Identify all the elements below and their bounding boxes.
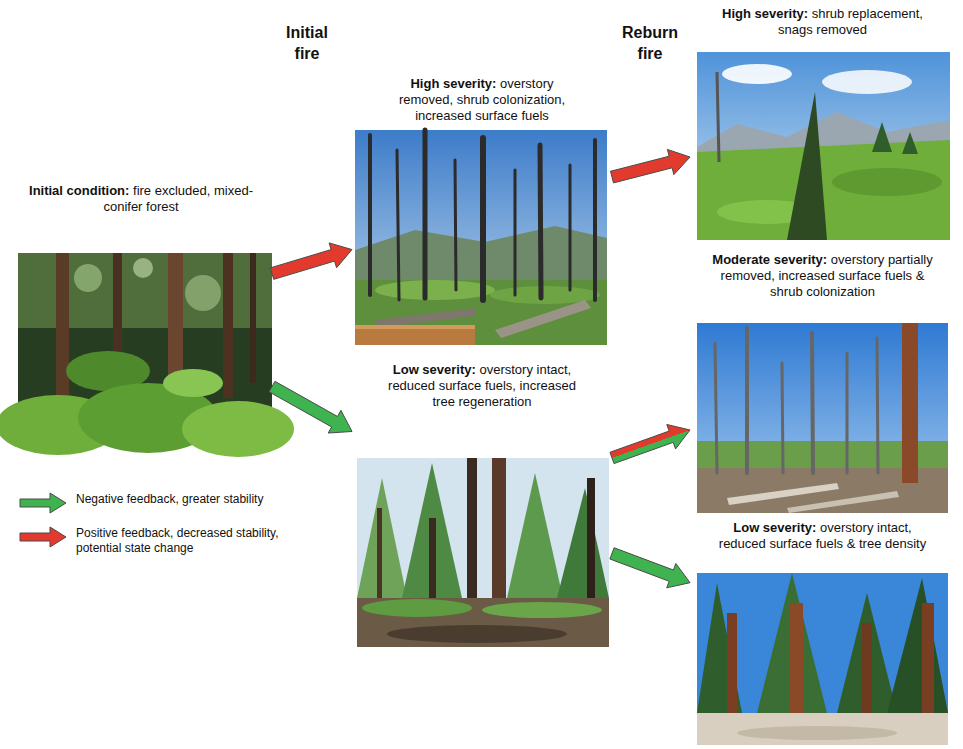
feedback-arrow xyxy=(270,243,352,279)
burned-forest-photo xyxy=(355,130,607,345)
column-heading: Reburn fire xyxy=(612,22,688,64)
open-forest-photo-shape xyxy=(727,613,737,723)
legend-entry: Positive feedback, decreased stability, … xyxy=(18,526,286,556)
forest-photo-shape xyxy=(250,253,256,383)
burned-forest-photo-shape xyxy=(514,170,517,295)
severity-heading: Low severity: xyxy=(393,362,476,377)
shrubfield-photo-shape xyxy=(902,132,918,154)
forest-photo-shape xyxy=(74,264,102,292)
severity-heading: Initial condition: xyxy=(29,183,129,198)
burned-forest-photo-shape xyxy=(397,150,399,300)
open-forest-photo-shape xyxy=(862,623,872,723)
panel-caption: Initial condition:fire excluded, mixed-c… xyxy=(26,183,256,215)
snag-forest-photo-shape xyxy=(715,328,878,473)
feedback-arrow xyxy=(611,149,690,182)
snag-forest-photo xyxy=(697,323,948,513)
shrubfield-photo-shape xyxy=(717,72,719,162)
low-severity-photo-shape xyxy=(557,488,609,598)
low-severity-photo-shape xyxy=(357,598,609,647)
forest-photo xyxy=(0,253,294,457)
burned-forest-photo-shape xyxy=(370,130,595,300)
legend-swatch xyxy=(20,493,66,513)
feedback-arrow xyxy=(610,548,690,588)
shrubfield-photo xyxy=(697,52,950,240)
low-severity-photo-shape xyxy=(387,625,567,643)
panel-node: Low severity:overstory intact, reduced s… xyxy=(352,362,612,647)
legend-entry: Negative feedback, greater stability xyxy=(18,492,286,514)
panel-node: High severity:shrub replacement, snags r… xyxy=(690,6,955,240)
shrubfield-photo-shape xyxy=(832,168,942,196)
shrubfield-photo-shape xyxy=(722,64,792,84)
panel-caption: Moderate severity:overstory partially re… xyxy=(705,252,940,300)
snag-forest-photo-shape xyxy=(902,323,918,483)
low-severity-photo xyxy=(357,458,609,647)
open-forest-photo-shape xyxy=(789,603,803,723)
column-heading: Initial fire xyxy=(272,22,342,64)
snag-forest-photo-shape xyxy=(745,328,749,473)
forest-photo-shape xyxy=(182,401,294,457)
legend-arrow xyxy=(18,526,68,548)
feedback-arrow xyxy=(269,381,352,433)
panel-node: Low severity:overstory intact, reduced s… xyxy=(690,520,955,745)
open-forest-photo-shape xyxy=(697,713,948,745)
snag-forest-photo-shape xyxy=(812,333,813,473)
burned-forest-photo-shape xyxy=(355,130,607,345)
legend-label: Negative feedback, greater stability xyxy=(76,492,286,507)
snag-forest-photo-shape xyxy=(787,491,899,513)
burned-forest-photo-shape xyxy=(375,280,495,300)
open-forest-photo-shape xyxy=(737,726,897,740)
panel-caption: Low severity:overstory intact, reduced s… xyxy=(380,362,585,410)
open-forest-photo xyxy=(697,573,948,745)
forest-photo-shape xyxy=(185,275,221,311)
burned-forest-photo-shape xyxy=(569,165,572,290)
snag-forest-photo-shape xyxy=(846,353,849,473)
forest-photo-shape xyxy=(163,369,223,397)
legend: Negative feedback, greater stabilityPosi… xyxy=(18,492,286,568)
panel-node: Moderate severity:overstory partially re… xyxy=(690,252,955,513)
shrubfield-photo-shape xyxy=(872,122,892,152)
low-severity-photo-shape xyxy=(482,602,602,618)
snag-forest-photo-shape xyxy=(877,338,878,473)
burned-forest-photo-shape xyxy=(455,160,456,290)
shrubfield-photo-shape xyxy=(787,92,827,240)
snag-forest-photo-shape xyxy=(727,483,839,505)
snag-forest-photo-shape xyxy=(715,343,717,473)
open-forest-photo-shape xyxy=(922,603,934,723)
panel-caption: Low severity:overstory intact, reduced s… xyxy=(710,520,935,552)
severity-heading: Low severity: xyxy=(733,520,816,535)
burned-forest-photo-shape xyxy=(480,138,486,300)
forest-photo-shape xyxy=(56,253,69,403)
low-severity-photo-shape xyxy=(467,458,477,618)
forest-photo-shape xyxy=(223,253,233,398)
severity-heading: High severity: xyxy=(722,6,808,21)
panel-caption: High severity:overstory removed, shrub c… xyxy=(385,76,580,124)
burned-forest-photo-shape xyxy=(593,140,597,300)
low-severity-photo-shape xyxy=(357,458,609,647)
panel-node: High severity:overstory removed, shrub c… xyxy=(352,76,612,345)
low-severity-photo-shape xyxy=(362,599,472,617)
severity-heading: High severity: xyxy=(410,76,496,91)
forest-photo-shape xyxy=(133,258,153,278)
burned-forest-photo-shape xyxy=(355,325,475,345)
legend-arrow xyxy=(18,492,68,514)
snag-forest-photo-shape xyxy=(782,363,783,473)
feedback-arrow xyxy=(610,424,690,463)
low-severity-photo-shape xyxy=(507,473,563,598)
legend-swatch xyxy=(20,527,66,547)
burned-forest-photo-shape xyxy=(423,130,428,298)
panel-node: Initial condition:fire excluded, mixed-c… xyxy=(10,183,272,443)
panel-caption: High severity:shrub replacement, snags r… xyxy=(715,6,930,38)
burned-forest-photo-shape xyxy=(540,145,541,298)
shrubfield-photo-shape xyxy=(822,70,912,94)
snag-forest-photo-shape xyxy=(697,323,948,513)
burned-forest-photo-shape xyxy=(368,135,372,295)
shrubfield-photo-shape xyxy=(697,52,950,240)
severity-heading: Moderate severity: xyxy=(712,252,827,267)
burned-forest-photo-shape xyxy=(355,325,475,329)
burned-forest-photo-shape xyxy=(495,300,591,338)
open-forest-photo-shape xyxy=(887,578,948,713)
legend-label: Positive feedback, decreased stability, … xyxy=(76,526,286,556)
open-forest-photo-shape xyxy=(697,573,948,745)
